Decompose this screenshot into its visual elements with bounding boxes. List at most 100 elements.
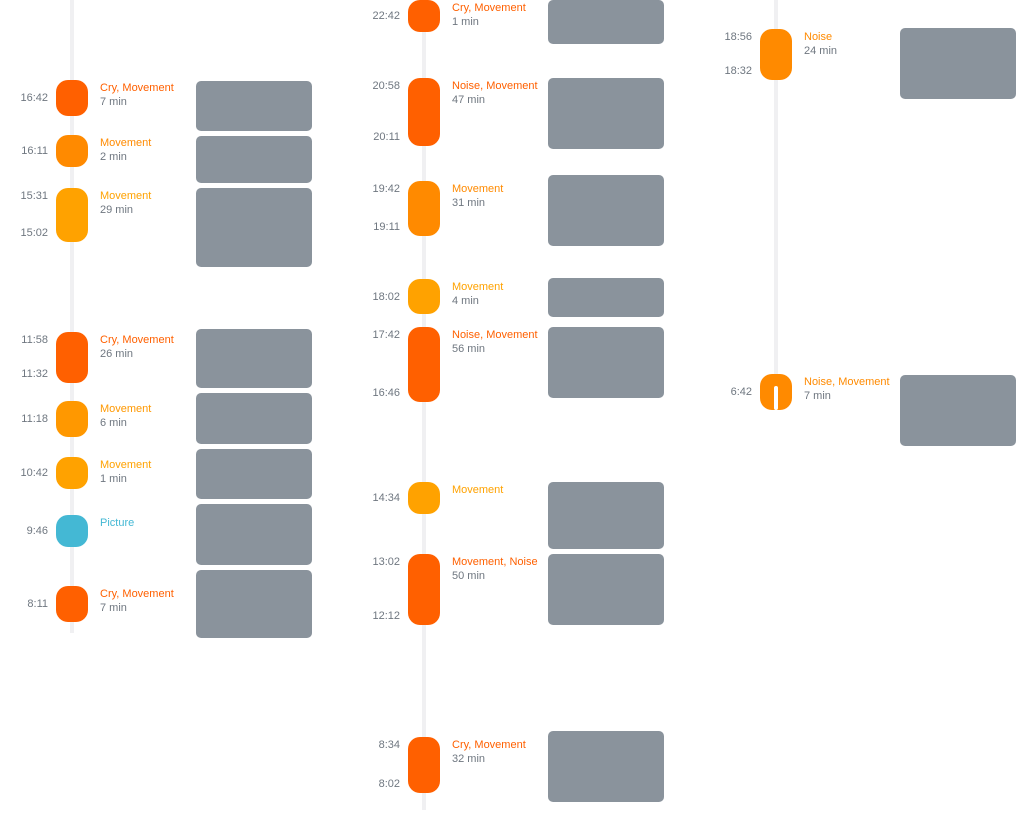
event-start-time: 8:11: [27, 598, 48, 610]
event-end-time: 11:32: [21, 368, 48, 380]
event-thumbnail[interactable]: [548, 554, 664, 625]
event-marker[interactable]: [56, 586, 88, 622]
event-type-label: Noise, Movement: [804, 376, 890, 388]
event-end-time: 19:11: [373, 221, 400, 233]
event-marker[interactable]: [760, 374, 792, 410]
event-start-time: 16:11: [21, 145, 48, 157]
timeline-line: [422, 0, 426, 810]
event-marker[interactable]: [408, 181, 440, 236]
event-marker[interactable]: [408, 0, 440, 32]
event-marker[interactable]: [408, 482, 440, 514]
event-thumbnail[interactable]: [548, 327, 664, 398]
event-thumbnail[interactable]: [196, 329, 312, 388]
event-duration: 29 min: [100, 204, 134, 216]
event-marker[interactable]: [408, 78, 440, 146]
event-end-time: 12:12: [372, 610, 400, 622]
event-start-time: 19:42: [372, 183, 400, 195]
event-marker[interactable]: [408, 737, 440, 793]
event-type-label: Cry, Movement: [100, 588, 174, 600]
event-start-time: 20:58: [372, 80, 400, 92]
event-duration: 7 min: [100, 96, 127, 108]
event-start-time: 11:58: [21, 334, 48, 346]
event-duration: 50 min: [452, 570, 486, 582]
event-type-label: Picture: [100, 517, 135, 529]
event-end-time: 15:02: [20, 227, 48, 239]
event-marker[interactable]: [408, 279, 440, 314]
event-thumbnail[interactable]: [548, 78, 664, 149]
event-thumbnail[interactable]: [900, 375, 1016, 446]
event-type-label: Movement: [452, 281, 504, 293]
event-duration: 24 min: [804, 45, 838, 57]
event-type-label: Movement: [100, 190, 152, 202]
event-start-time: 15:31: [20, 190, 48, 202]
event-start-time: 18:02: [372, 290, 400, 303]
event-marker[interactable]: [56, 515, 88, 547]
event-thumbnail[interactable]: [196, 81, 312, 131]
event-marker[interactable]: [408, 554, 440, 625]
event-type-label: Noise, Movement: [452, 80, 538, 92]
event-duration: 56 min: [452, 343, 486, 355]
event-start-time: 14:34: [372, 492, 400, 504]
event-marker[interactable]: [56, 80, 88, 116]
event-duration: 4 min: [452, 295, 479, 307]
event-marker[interactable]: [56, 188, 88, 242]
event-duration: 2 min: [100, 151, 127, 163]
event-duration: 32 min: [452, 753, 486, 765]
event-marker[interactable]: [56, 457, 88, 489]
timeline-line: [774, 0, 778, 374]
event-duration: 31 min: [452, 197, 486, 209]
event-end-time: 18:32: [724, 65, 752, 77]
event-duration: 47 min: [452, 94, 486, 106]
event-thumbnail[interactable]: [196, 188, 312, 267]
event-type-label: Cry, Movement: [452, 739, 526, 751]
event-thumbnail[interactable]: [548, 482, 664, 549]
event-thumbnail[interactable]: [548, 175, 664, 246]
event-start-time: 13:02: [372, 556, 400, 568]
event-start-time: 17:42: [372, 329, 400, 341]
event-thumbnail[interactable]: [548, 278, 664, 317]
event-marker[interactable]: [56, 332, 88, 383]
event-thumbnail[interactable]: [548, 0, 664, 44]
event-type-label: Cry, Movement: [452, 2, 526, 14]
event-start-time: 11:18: [21, 413, 48, 425]
event-thumbnail[interactable]: [548, 731, 664, 802]
event-marker[interactable]: [408, 327, 440, 402]
event-type-label: Movement: [100, 403, 152, 415]
event-thumbnail[interactable]: [900, 28, 1016, 99]
event-type-label: Movement: [100, 459, 152, 471]
event-thumbnail[interactable]: [196, 504, 312, 565]
event-marker[interactable]: [760, 29, 792, 80]
event-thumbnail[interactable]: [196, 136, 312, 183]
event-end-time: 8:02: [378, 778, 400, 790]
event-thumbnail[interactable]: [196, 449, 312, 499]
event-type-label: Cry, Movement: [100, 334, 174, 346]
event-thumbnail[interactable]: [196, 570, 312, 638]
playhead-indicator: [774, 386, 778, 410]
event-duration: 1 min: [452, 16, 479, 28]
event-duration: 7 min: [100, 602, 127, 614]
event-duration: 1 min: [100, 473, 127, 485]
event-type-label: Movement, Noise: [452, 556, 538, 568]
event-start-time: 16:42: [20, 92, 48, 104]
event-type-label: Noise: [804, 31, 833, 43]
event-type-label: Movement: [452, 484, 504, 496]
event-start-time: 6:42: [730, 386, 752, 398]
event-end-time: 16:46: [372, 387, 400, 399]
event-start-time: 9:46: [26, 525, 48, 537]
event-end-time: 20:11: [373, 131, 400, 143]
event-type-label: Noise, Movement: [452, 329, 538, 341]
timeline-line: [70, 0, 74, 633]
event-start-time: 22:42: [372, 10, 400, 22]
event-marker[interactable]: [56, 401, 88, 437]
event-start-time: 10:42: [20, 467, 48, 479]
event-start-time: 18:56: [724, 31, 752, 43]
event-marker[interactable]: [56, 135, 88, 167]
event-start-time: 8:34: [378, 739, 400, 751]
event-duration: 6 min: [100, 417, 127, 429]
event-duration: 7 min: [804, 390, 831, 402]
event-type-label: Cry, Movement: [100, 82, 174, 94]
event-type-label: Movement: [100, 137, 152, 149]
event-duration: 26 min: [100, 348, 134, 360]
event-thumbnail[interactable]: [196, 393, 312, 444]
event-type-label: Movement: [452, 183, 504, 195]
